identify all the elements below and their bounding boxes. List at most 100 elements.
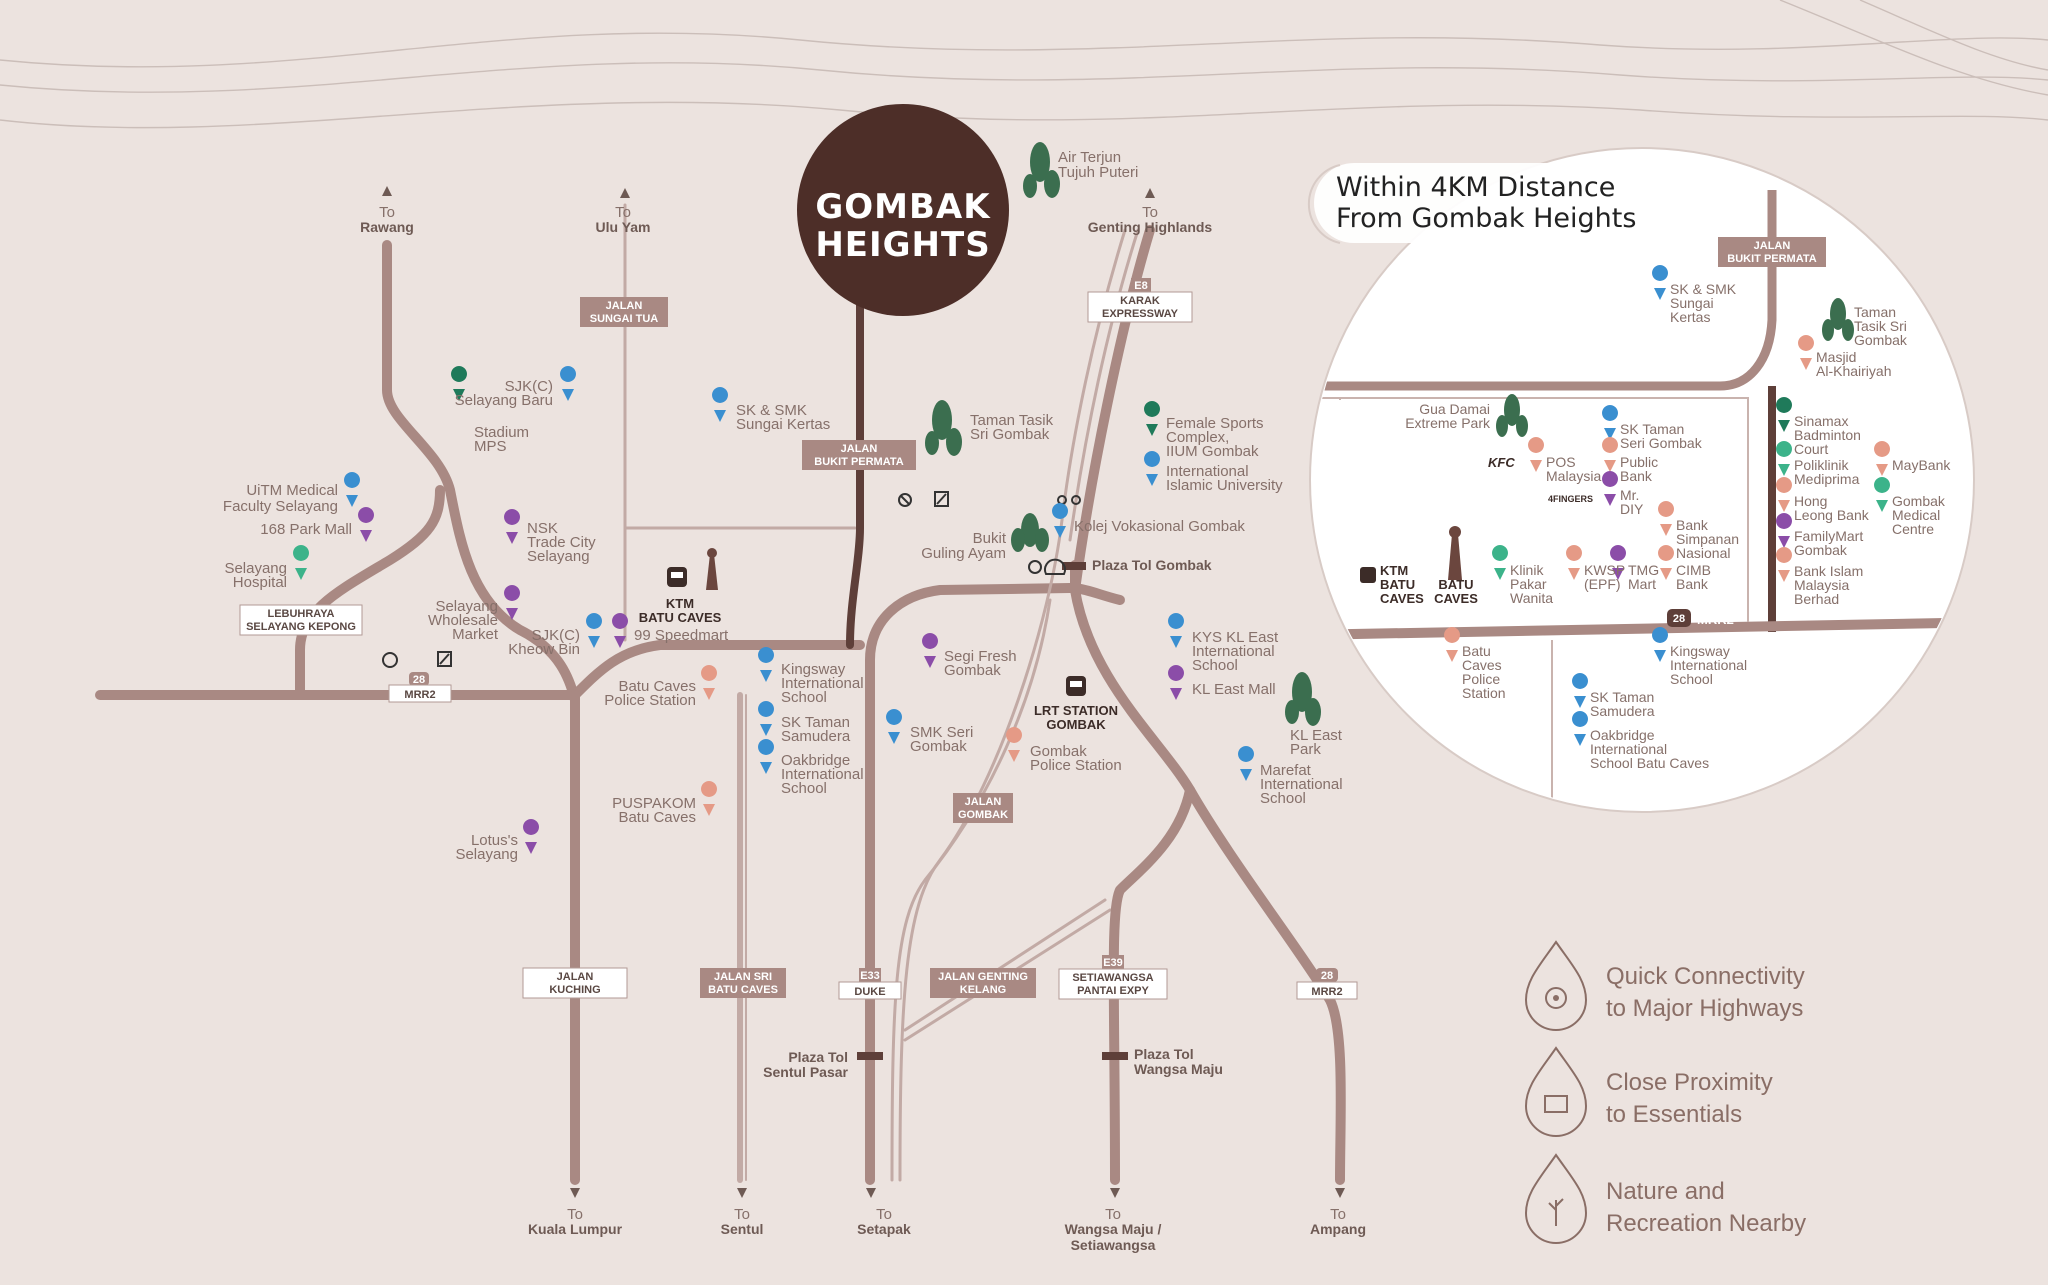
direction-to: To bbox=[379, 204, 395, 221]
svg-text:SELAYANG KEPONG: SELAYANG KEPONG bbox=[246, 621, 356, 633]
label-taman-tasik: Taman Tasik bbox=[970, 412, 1054, 429]
direction-sentul: Sentul bbox=[721, 1221, 764, 1237]
svg-text:BATU CAVES: BATU CAVES bbox=[708, 984, 778, 996]
direction-kuala-lumpur: Kuala Lumpur bbox=[528, 1221, 623, 1237]
label-selayang-hospital: Selayang bbox=[224, 560, 287, 577]
svg-text:JALAN: JALAN bbox=[606, 300, 643, 312]
svg-text:Mart: Mart bbox=[1628, 576, 1656, 592]
market-pin-icon bbox=[922, 633, 939, 668]
school-pin-icon bbox=[560, 366, 577, 401]
svg-text:JALAN: JALAN bbox=[965, 796, 1002, 808]
label-sjkc-kheow-bin: SJK(C) bbox=[532, 627, 580, 644]
label-puspakom: PUSPAKOM bbox=[612, 795, 696, 812]
label-sk-smk-sungai-kertas: SK & SMK bbox=[736, 402, 807, 419]
label-smk-seri-gombak: Gombak bbox=[910, 738, 967, 755]
label-bukit-guling: Bukit bbox=[973, 530, 1007, 547]
svg-text:28: 28 bbox=[1321, 970, 1333, 982]
svg-text:Public: Public bbox=[1620, 454, 1658, 470]
svg-text:Mediprima: Mediprima bbox=[1794, 471, 1860, 487]
svg-text:Berhad: Berhad bbox=[1794, 591, 1839, 607]
petrol-station-icon bbox=[898, 493, 912, 507]
label-lrt-station: GOMBAK bbox=[1046, 717, 1106, 732]
direction-to: To bbox=[1330, 1206, 1346, 1223]
direction-labels: To Rawang To Ulu Yam To Genting Highland… bbox=[360, 204, 1366, 1253]
label-gombak-police: Police Station bbox=[1030, 757, 1122, 774]
label-taman-tasik: Sri Gombak bbox=[970, 426, 1050, 443]
label-batu-caves-police: Police Station bbox=[604, 692, 696, 709]
svg-text:Malaysia: Malaysia bbox=[1794, 577, 1849, 593]
svg-text:KUCHING: KUCHING bbox=[549, 984, 600, 996]
label-jalan-sri-batu-caves: JALAN SRI BATU CAVES bbox=[700, 968, 786, 998]
svg-text:Leong Bank: Leong Bank bbox=[1794, 507, 1870, 523]
label-oakbridge: School bbox=[781, 780, 827, 797]
svg-text:DUKE: DUKE bbox=[854, 986, 885, 998]
svg-text:Oakbridge: Oakbridge bbox=[1590, 727, 1655, 743]
svg-text:International: International bbox=[1670, 657, 1747, 673]
college-pin-icon bbox=[1052, 503, 1069, 538]
hospital-pin-icon bbox=[293, 545, 310, 580]
svg-text:POS: POS bbox=[1546, 454, 1576, 470]
svg-text:SUNGAI TUA: SUNGAI TUA bbox=[590, 313, 659, 325]
brand-line1: GOMBAK bbox=[815, 187, 991, 227]
puspakom-pin-icon bbox=[701, 781, 718, 816]
svg-text:GOMBAK: GOMBAK bbox=[958, 809, 1008, 821]
svg-text:Hong: Hong bbox=[1794, 493, 1827, 509]
svg-text:Caves: Caves bbox=[1462, 657, 1502, 673]
feature-connectivity: Quick Connectivity to Major Highways bbox=[1524, 940, 1805, 1031]
direction-ulu-yam: Ulu Yam bbox=[596, 219, 651, 235]
svg-text:Medical: Medical bbox=[1892, 507, 1940, 523]
svg-text:Batu: Batu bbox=[1462, 643, 1491, 659]
feature-connectivity-line2: to Major Highways bbox=[1606, 995, 1803, 1022]
road-ampang bbox=[1070, 585, 1346, 1185]
svg-text:Sinamax: Sinamax bbox=[1794, 413, 1848, 429]
svg-text:Seri Gombak: Seri Gombak bbox=[1620, 435, 1703, 451]
svg-text:Gombak: Gombak bbox=[1794, 542, 1848, 558]
svg-text:Centre: Centre bbox=[1892, 521, 1934, 537]
svg-text:Al-Khairiyah: Al-Khairiyah bbox=[1816, 363, 1891, 379]
school-pin-icon bbox=[758, 701, 775, 736]
svg-text:SK & SMK: SK & SMK bbox=[1670, 281, 1737, 297]
direction-to: To bbox=[1105, 1206, 1121, 1223]
road-karak bbox=[1070, 225, 1155, 595]
svg-text:E8: E8 bbox=[1134, 280, 1147, 292]
feature-essentials-line2: to Essentials bbox=[1606, 1101, 1742, 1128]
svg-text:TMG: TMG bbox=[1628, 562, 1659, 578]
label-kingsway: Kingsway bbox=[781, 661, 846, 678]
landmark-labels: Air Terjun Tujuh Puteri SJK(C) Selayang … bbox=[223, 149, 1343, 1080]
label-kl-east-mall: KL East Mall bbox=[1192, 681, 1276, 698]
label-sjkc-selayang-baru: SJK(C) bbox=[505, 378, 553, 395]
svg-text:MRR2: MRR2 bbox=[404, 689, 435, 701]
direction-to: To bbox=[1142, 204, 1158, 221]
svg-text:Samudera: Samudera bbox=[1590, 703, 1655, 719]
direction-setapak: Setapak bbox=[857, 1221, 911, 1237]
inset-4km-map: Within 4KM Distance From Gombak Heights … bbox=[1307, 147, 1975, 813]
svg-text:FamilyMart: FamilyMart bbox=[1794, 528, 1863, 544]
svg-text:Bank: Bank bbox=[1620, 468, 1653, 484]
school-pin-icon bbox=[1168, 613, 1185, 648]
svg-text:CIMB: CIMB bbox=[1676, 562, 1711, 578]
label-marefat: School bbox=[1260, 790, 1306, 807]
inset-labels: SK & SMK Sungai Kertas Taman Tasik Sri G… bbox=[1380, 281, 1951, 771]
label-jalan-genting-kelang: JALAN GENTING KELANG bbox=[930, 968, 1036, 998]
school-pin-icon bbox=[1238, 746, 1255, 781]
gombak-heights-marker: GOMBAK HEIGHTS bbox=[797, 104, 1009, 316]
svg-text:JALAN: JALAN bbox=[841, 443, 878, 455]
label-sjkc-kheow-bin: Kheow Bin bbox=[508, 641, 580, 658]
svg-text:Taman: Taman bbox=[1854, 304, 1896, 320]
label-plaza-tol-sentul: Sentul Pasar bbox=[763, 1064, 848, 1080]
tree-icon bbox=[1011, 513, 1049, 552]
school-pin-icon bbox=[712, 387, 729, 422]
label-oakbridge: Oakbridge bbox=[781, 752, 850, 769]
label-oakbridge: International bbox=[781, 766, 864, 783]
label-lebuhraya-selayang-kepong: LEBUHRAYA SELAYANG KEPONG bbox=[239, 604, 363, 636]
university-pin-icon bbox=[1144, 451, 1161, 486]
label-marefat: International bbox=[1260, 776, 1343, 793]
label-jalan-bukit-permata: JALAN BUKIT PERMATA bbox=[802, 440, 916, 470]
label-kl-east-park: Park bbox=[1290, 741, 1321, 758]
sports-pin-icon bbox=[1144, 401, 1161, 436]
label-168-park-mall: 168 Park Mall bbox=[260, 521, 352, 538]
svg-text:SETIAWANGSA: SETIAWANGSA bbox=[1072, 972, 1153, 984]
svg-text:LEBUHRAYA: LEBUHRAYA bbox=[267, 608, 334, 620]
svg-text:SK Taman: SK Taman bbox=[1590, 689, 1654, 705]
